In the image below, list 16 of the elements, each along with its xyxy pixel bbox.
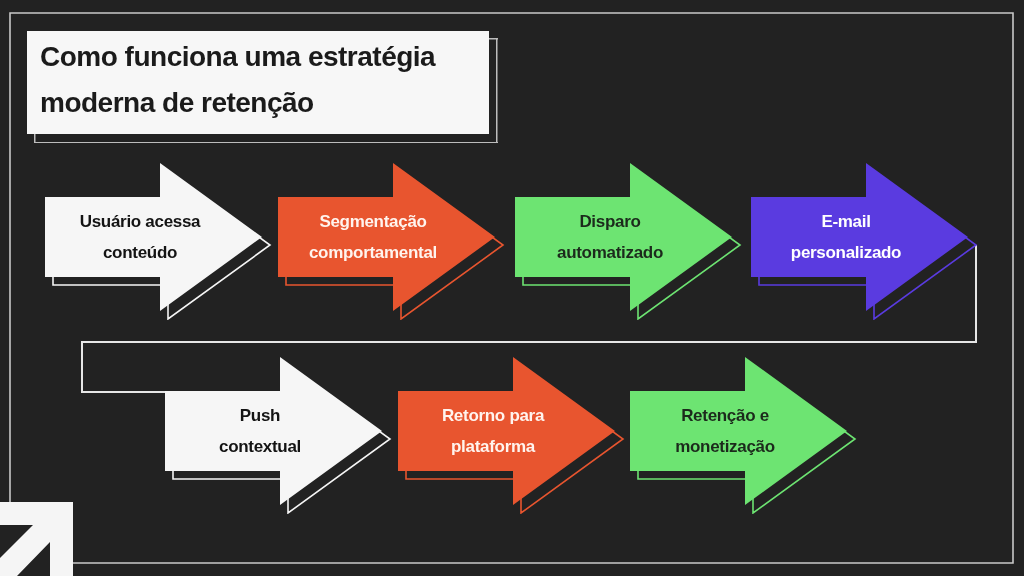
step-label: Usuário acessa conteúdo (78, 211, 202, 264)
step-label: Disparo automatizado (556, 211, 664, 264)
process-step (398, 357, 625, 514)
process-step (515, 163, 742, 320)
step-label: Retorno para plataforma (440, 405, 546, 458)
step-label: Segmentação comportamental (307, 211, 439, 264)
process-step (165, 357, 392, 514)
process-step (278, 163, 505, 320)
process-step (751, 163, 978, 320)
connector-line (81, 244, 977, 393)
step-label: Retenção e monetização (674, 405, 776, 458)
step-label: Push contextual (218, 405, 302, 458)
step-label: E-mail personalizado (789, 211, 903, 264)
process-step (45, 163, 272, 320)
process-step (630, 357, 857, 514)
title: Como funciona uma estratégia moderna de retenção (27, 31, 498, 143)
